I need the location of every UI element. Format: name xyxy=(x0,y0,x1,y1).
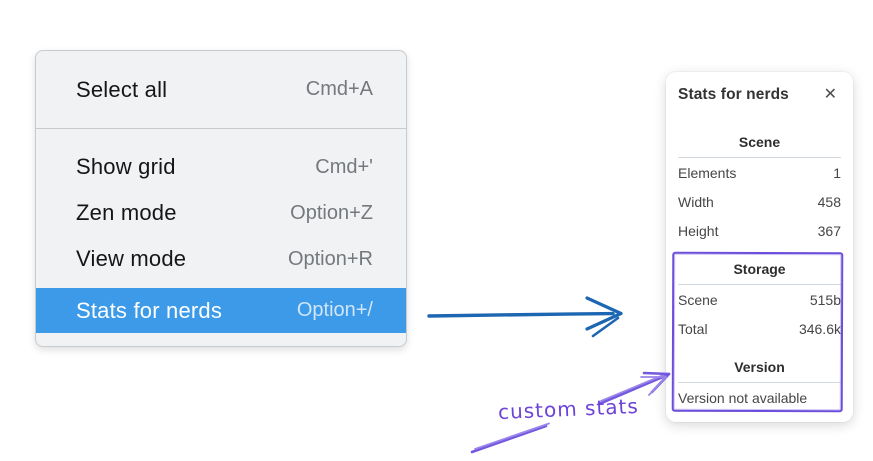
menu-item-stats-for-nerds[interactable]: Stats for nerds Option+/ xyxy=(36,288,406,333)
menu-item-shortcut: Option+R xyxy=(287,247,373,270)
stat-value: 367 xyxy=(817,223,841,239)
stat-label: Width xyxy=(678,194,714,210)
stat-row-width: Width 458 xyxy=(678,188,841,217)
menu-item-shortcut: Option+Z xyxy=(290,201,373,224)
stat-value: 1 xyxy=(833,165,841,181)
stat-label: Height xyxy=(678,223,719,239)
menu-item-label: View mode xyxy=(76,246,187,271)
section-heading-scene: Scene xyxy=(738,134,781,150)
stat-row-height: Height 367 xyxy=(678,217,841,246)
stat-row-scene-storage: Scene 515b xyxy=(678,286,841,315)
menu-divider xyxy=(36,128,406,129)
context-menu: Select all Cmd+A Show grid Cmd+' Zen mod… xyxy=(35,50,407,347)
annotation-text: custom stats xyxy=(497,393,640,425)
menu-item-label: Stats for nerds xyxy=(76,297,223,323)
stat-value: 346.6k xyxy=(798,321,841,337)
version-note: Version not available xyxy=(678,390,808,406)
stat-row-total-storage: Total 346.6k xyxy=(678,315,841,344)
stats-panel-title: Stats for nerds xyxy=(678,86,789,103)
flow-arrow xyxy=(427,296,623,338)
stat-label: Total xyxy=(678,321,708,337)
menu-item-label: Select all xyxy=(76,76,168,102)
menu-item-view-mode[interactable]: View mode Option+R xyxy=(36,236,406,282)
close-icon[interactable]: ✕ xyxy=(823,86,837,103)
stat-label: Elements xyxy=(678,165,737,181)
stats-panel: Stats for nerds ✕ Scene Elements 1 Width… xyxy=(666,72,853,422)
menu-item-label: Zen mode xyxy=(76,200,177,225)
menu-group: Show grid Cmd+' Zen mode Option+Z View m… xyxy=(36,129,406,333)
section-rule xyxy=(678,157,841,158)
menu-item-zen-mode[interactable]: Zen mode Option+Z xyxy=(36,190,406,236)
menu-item-select-all[interactable]: Select all Cmd+A xyxy=(36,51,406,128)
section-heading-storage: Storage xyxy=(733,261,786,277)
section-rule xyxy=(678,284,841,285)
stat-row-elements: Elements 1 xyxy=(678,159,841,188)
menu-item-label: Show grid xyxy=(76,154,176,179)
menu-item-shortcut: Option+/ xyxy=(296,299,373,321)
section-heading-version: Version xyxy=(734,359,785,375)
stats-panel-header: Stats for nerds ✕ xyxy=(678,84,841,106)
menu-item-shortcut: Cmd+' xyxy=(315,155,373,178)
menu-item-show-grid[interactable]: Show grid Cmd+' xyxy=(36,144,406,190)
stat-value: 515b xyxy=(809,292,841,308)
menu-item-shortcut: Cmd+A xyxy=(305,78,373,100)
stat-value: 458 xyxy=(817,194,841,210)
section-rule xyxy=(678,382,841,383)
stat-label: Scene xyxy=(678,292,718,308)
